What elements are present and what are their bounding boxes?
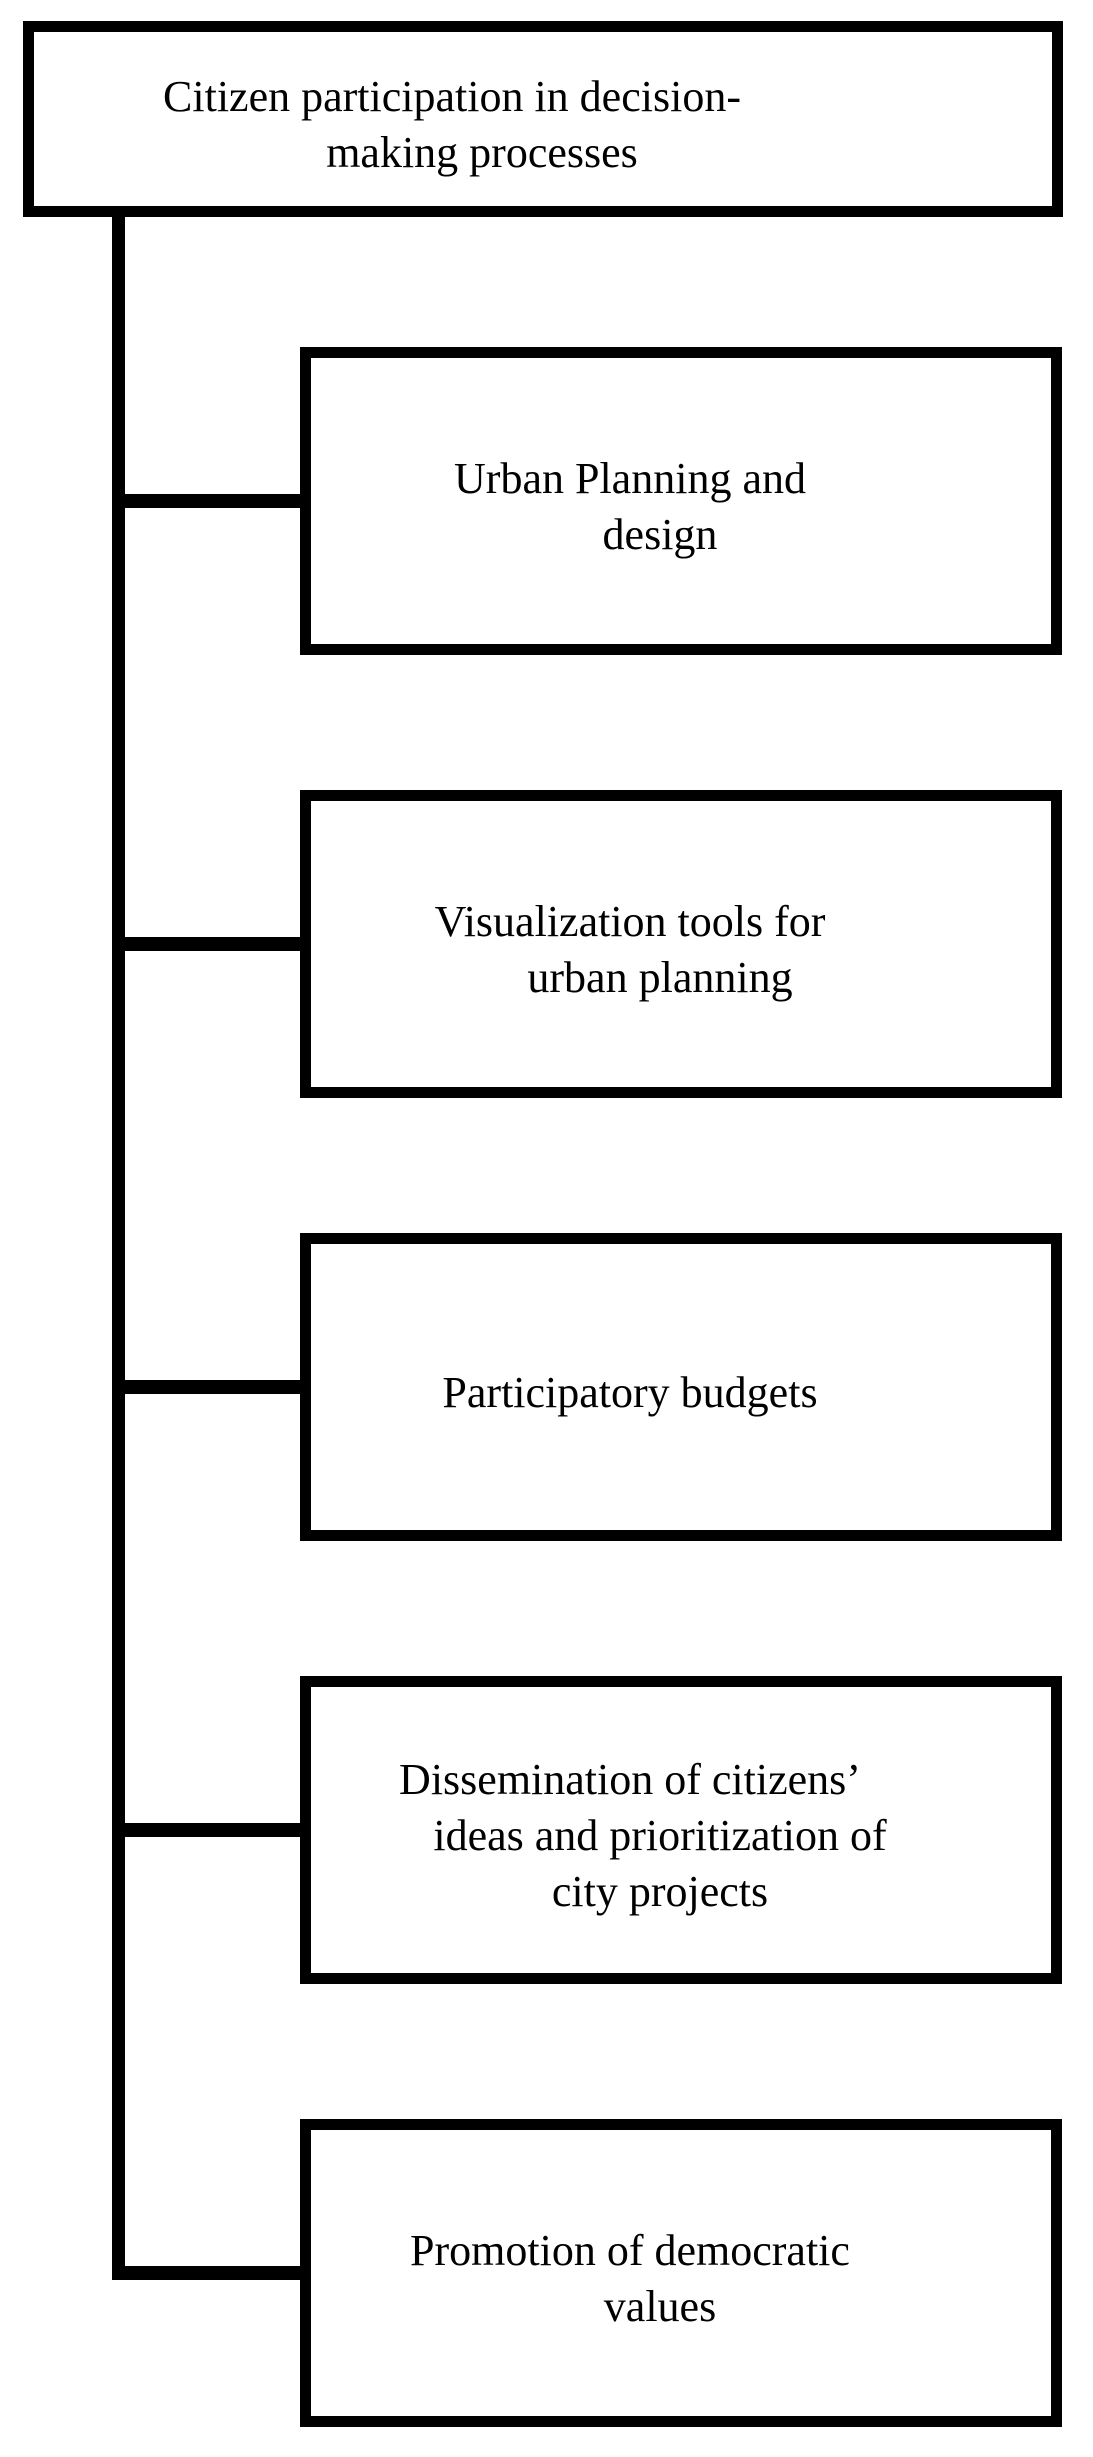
node-label-line: Promotion of democratic bbox=[410, 2226, 850, 2275]
connector-line-participatory-budgets bbox=[112, 1380, 311, 1394]
node-label-line: Urban Planning and bbox=[454, 454, 806, 503]
node-box-visualization-tools: Visualization tools for urban planning bbox=[300, 790, 1062, 1098]
node-box-participatory-budgets: Participatory budgets bbox=[300, 1233, 1062, 1541]
node-label-line: Participatory budgets bbox=[442, 1368, 818, 1417]
node-label-line: Visualization tools for bbox=[434, 897, 826, 946]
trunk-connector-line bbox=[112, 217, 125, 2280]
node-label-line: making processes bbox=[326, 128, 638, 177]
node-label-line: ideas and prioritization of bbox=[433, 1811, 887, 1860]
node-label-line: design bbox=[602, 510, 718, 559]
node-box-urban-planning: Urban Planning and design bbox=[300, 347, 1062, 655]
connector-line-urban-planning bbox=[112, 494, 311, 508]
node-box-dissemination: Dissemination of citizens’ ideas and prio… bbox=[300, 1676, 1062, 1984]
node-box-democratic-values: Promotion of democratic values bbox=[300, 2119, 1062, 2427]
node-label-line: urban planning bbox=[527, 953, 793, 1002]
connector-line-dissemination bbox=[112, 1823, 311, 1837]
node-label-line: Citizen participation in decision- bbox=[163, 72, 741, 121]
connector-line-democratic-values bbox=[112, 2266, 311, 2280]
node-label-line: city projects bbox=[551, 1867, 769, 1916]
node-label-line: Dissemination of citizens’ bbox=[399, 1755, 861, 1804]
root-node-box: Citizen participation in decision-making… bbox=[23, 21, 1063, 217]
node-label-line: values bbox=[603, 2282, 717, 2331]
connector-line-visualization-tools bbox=[112, 937, 311, 951]
